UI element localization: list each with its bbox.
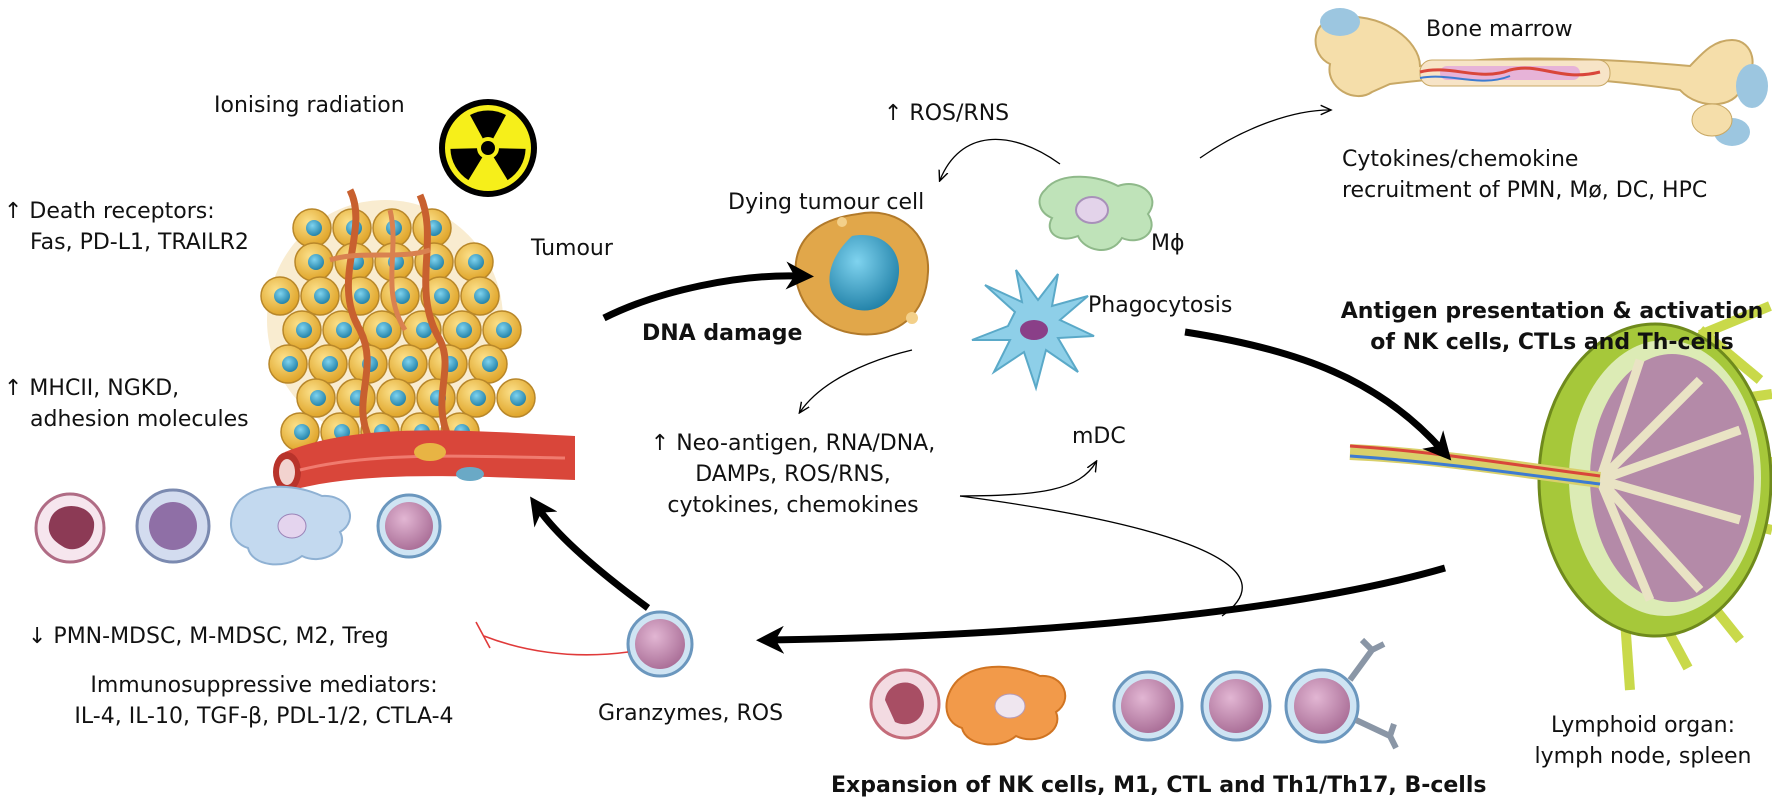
tumour-label: Tumour: [531, 236, 613, 261]
ros-rns-label: ↑ ROS/RNS: [884, 101, 1010, 126]
effector-cell: [626, 610, 694, 678]
bone-marrow-label: Bone marrow: [1426, 17, 1573, 42]
expansion-label: Expansion of NK cells, M1, CTL and Th1/T…: [831, 773, 1487, 798]
macrophage-label: Mϕ: [1151, 231, 1185, 256]
blood-vessel: [273, 430, 575, 492]
expansion-cells: [869, 637, 1399, 750]
inhibition-line: [483, 635, 629, 656]
cytokines-label: Cytokines/chemokine recruitment of PMN, …: [1342, 147, 1708, 203]
neo-antigen-arrow: [800, 349, 913, 412]
suppressive-cells: [34, 485, 442, 566]
ionising-radiation-label: Ionising radiation: [214, 93, 405, 118]
loop-line: [959, 495, 1243, 617]
bone-illustration: [1314, 8, 1768, 146]
mdc-label: mDC: [1072, 424, 1126, 449]
phagocytosis-label: Phagocytosis: [1088, 293, 1233, 318]
macrophage: [1038, 175, 1154, 252]
expansion-arrow: [756, 564, 1446, 654]
mdc-arrow: [959, 462, 1096, 497]
dendritic-cell: [971, 269, 1095, 392]
lymphoid-organ-label: Lymphoid organ: lymph node, spleen: [1534, 713, 1752, 769]
dna-damage-label: DNA damage: [642, 321, 803, 346]
inhibition-bar: [475, 621, 491, 649]
arrows: [475, 110, 1452, 656]
dna-damage-arrow: [602, 261, 814, 322]
granzymes-label: Granzymes, ROS: [598, 701, 784, 726]
ros-arrow: [940, 138, 1061, 180]
antigen-presentation-label: Antigen presentation & activation of NK …: [1340, 299, 1764, 355]
lymph-node-illustration: [1349, 301, 1772, 691]
immunosuppressive-mediators-label: Immunosuppressive mediators: IL-4, IL-10…: [74, 673, 454, 729]
antigen-presentation-arrow: [1184, 328, 1452, 461]
bone-marrow-arrow: [1199, 110, 1330, 159]
cytotoxic-arrow: [530, 496, 651, 611]
dying-tumour-cell-label: Dying tumour cell: [728, 190, 925, 215]
dying-tumour-cell: [794, 211, 930, 336]
mhc-label: ↑ MHCII, NGKD, adhesion molecules: [4, 376, 249, 432]
death-receptors-label: ↑ Death receptors: Fas, PD-L1, TRAILR2: [4, 199, 249, 255]
radiation-icon: [439, 99, 537, 197]
neo-antigen-label: ↑ Neo-antigen, RNA/DNA, DAMPs, ROS/RNS, …: [650, 431, 936, 518]
tumour-illustration: [260, 188, 575, 492]
suppressive-cells-label: ↓ PMN-MDSC, M-MDSC, M2, Treg: [28, 624, 389, 649]
